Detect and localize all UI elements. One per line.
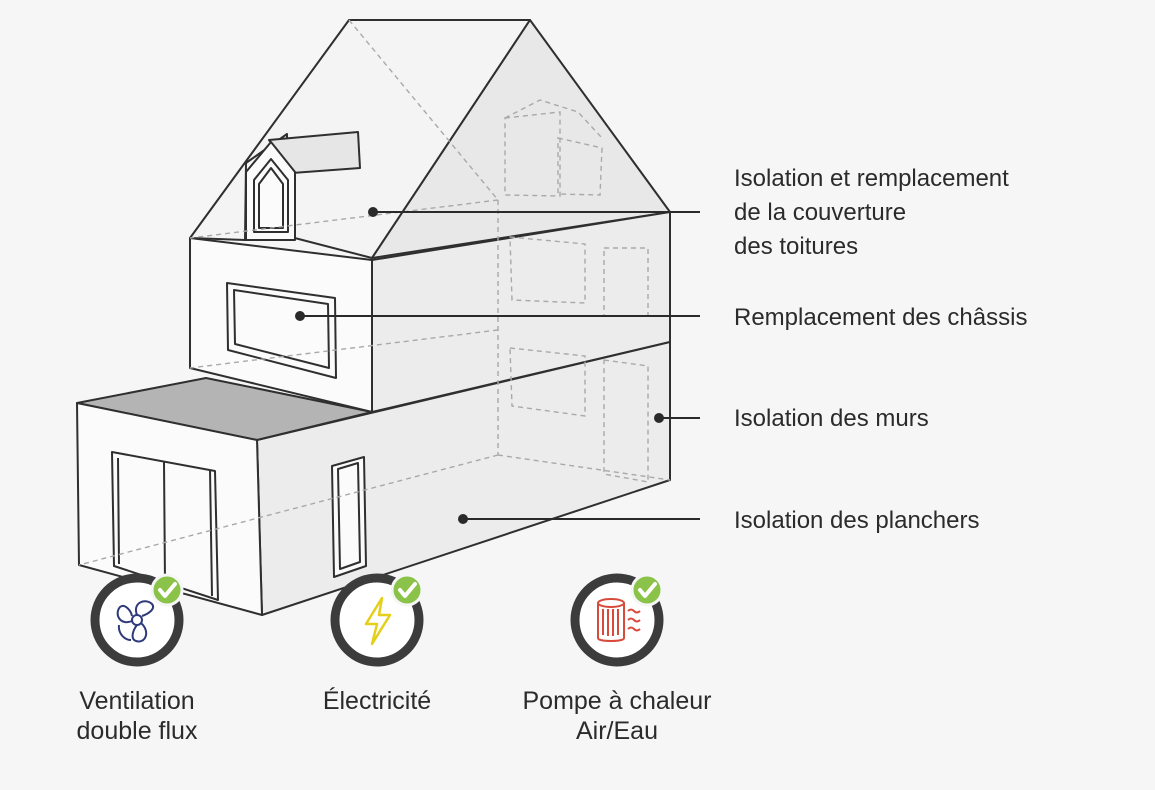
callout-frames: Remplacement des châssis bbox=[734, 301, 1027, 335]
lightning-icon bbox=[364, 596, 392, 646]
callout-walls: Isolation des murs bbox=[734, 402, 929, 436]
equip-electricity-label: Électricité bbox=[247, 686, 507, 716]
check-icon bbox=[158, 582, 177, 598]
callout-roof: Isolation et remplacement de la couvertu… bbox=[734, 162, 1009, 264]
electricity-badge bbox=[330, 573, 424, 667]
upper-window bbox=[226, 282, 337, 379]
dormer-window bbox=[253, 158, 289, 233]
equip-ventilation-line-1: Ventilation bbox=[79, 687, 195, 715]
ventilation-badge bbox=[90, 573, 184, 667]
callout-roof-line-3: des toitures bbox=[734, 233, 859, 260]
callout-roof-line-1: Isolation et remplacement bbox=[734, 165, 1009, 192]
fan-icon bbox=[116, 600, 154, 643]
equip-ventilation-label: Ventilation double flux bbox=[7, 686, 267, 746]
callout-floors: Isolation des planchers bbox=[734, 504, 979, 538]
equip-ventilation-line-2: double flux bbox=[76, 717, 198, 745]
upper-window-inner bbox=[233, 289, 330, 369]
equip-heatpump-line-2: Air/Eau bbox=[576, 717, 658, 745]
dormer-window-inner bbox=[258, 167, 284, 229]
callout-roof-line-2: de la couverture bbox=[734, 199, 907, 226]
heat-pump-icon bbox=[597, 598, 641, 642]
callout-frames-line-1: Remplacement des châssis bbox=[734, 304, 1028, 331]
callout-floors-line-1: Isolation des planchers bbox=[734, 507, 980, 534]
callout-walls-line-1: Isolation des murs bbox=[734, 405, 929, 432]
equip-heatpump-line-1: Pompe à chaleur bbox=[522, 687, 712, 715]
heatpump-badge bbox=[570, 573, 664, 667]
equip-electricity-line-1: Électricité bbox=[322, 687, 432, 715]
equip-heatpump-label: Pompe à chaleur Air/Eau bbox=[487, 686, 747, 746]
